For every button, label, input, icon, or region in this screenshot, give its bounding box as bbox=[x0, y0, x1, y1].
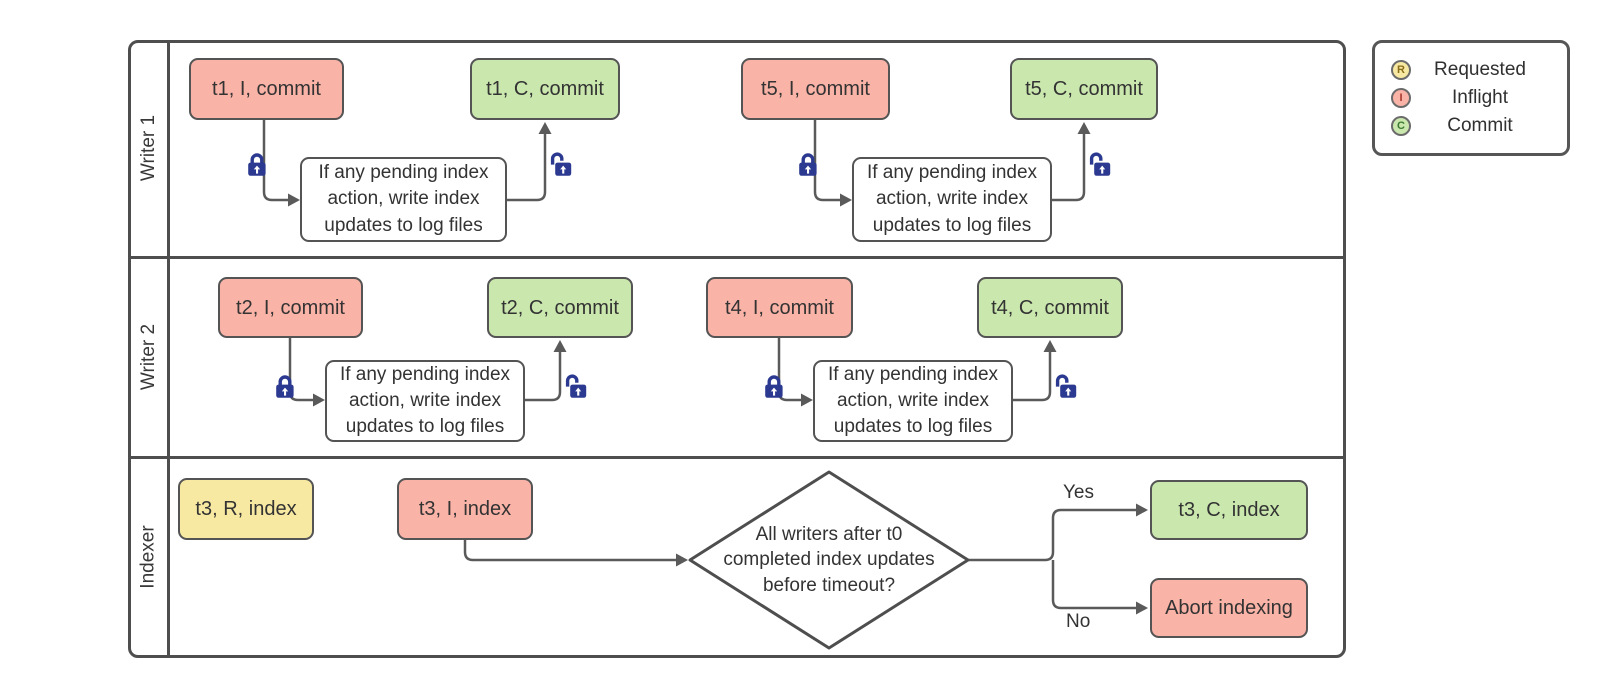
state-t1-commit-commit: t1, C, commit bbox=[470, 58, 620, 120]
state-abort-indexing: Abort indexing bbox=[1150, 578, 1308, 638]
legend-label-inflight: Inflight bbox=[1452, 87, 1508, 108]
state-t3-inflight-index: t3, I, index bbox=[397, 478, 533, 540]
open-lock-icon bbox=[1055, 374, 1078, 400]
inflight-badge-icon: I bbox=[1391, 88, 1411, 108]
open-lock-icon bbox=[565, 374, 588, 400]
edge-label-yes: Yes bbox=[1063, 482, 1094, 503]
closed-lock-icon bbox=[797, 153, 819, 178]
state-t2-commit-commit: t2, C, commit bbox=[487, 277, 633, 338]
closed-lock-icon bbox=[274, 375, 296, 400]
state-t5-inflight-commit: t5, I, commit bbox=[741, 58, 890, 120]
closed-lock-icon bbox=[246, 153, 268, 178]
commit-badge-icon: C bbox=[1391, 116, 1411, 136]
state-t3-commit-index: t3, C, index bbox=[1150, 480, 1308, 540]
legend-label-commit: Commit bbox=[1447, 115, 1513, 136]
state-t2-inflight-commit: t2, I, commit bbox=[218, 277, 363, 338]
open-lock-icon bbox=[1089, 152, 1112, 178]
requested-badge-icon: R bbox=[1391, 60, 1411, 80]
state-t4-commit-commit: t4, C, commit bbox=[977, 277, 1123, 338]
state-t5-commit-commit: t5, C, commit bbox=[1010, 58, 1158, 120]
process-write-index-updates-4: If any pending index action, write index… bbox=[813, 360, 1013, 442]
lane-label-divider bbox=[167, 40, 170, 658]
decision-diamond bbox=[688, 470, 970, 650]
lane-divider-1 bbox=[128, 255, 1346, 259]
process-write-index-updates-1: If any pending index action, write index… bbox=[300, 157, 507, 242]
lane-divider-2 bbox=[128, 455, 1346, 459]
state-t3-requested-index: t3, R, index bbox=[178, 478, 314, 540]
state-t4-inflight-commit: t4, I, commit bbox=[706, 277, 853, 338]
decision-text: All writers after t0 completed index upd… bbox=[723, 523, 935, 596]
process-write-index-updates-2: If any pending index action, write index… bbox=[852, 157, 1052, 242]
closed-lock-icon bbox=[763, 375, 785, 400]
connector-paths bbox=[262, 120, 1136, 610]
edge-label-no: No bbox=[1066, 611, 1091, 632]
legend-row-commit: C Commit bbox=[1391, 114, 1557, 139]
legend-row-inflight: I Inflight bbox=[1391, 86, 1557, 111]
open-lock-icon bbox=[550, 152, 573, 178]
process-write-index-updates-3: If any pending index action, write index… bbox=[325, 360, 525, 442]
legend-row-requested: R Requested bbox=[1391, 58, 1557, 83]
arrowheads bbox=[288, 122, 1148, 615]
legend-label-requested: Requested bbox=[1434, 59, 1526, 80]
legend: R Requested I Inflight C Commit bbox=[1372, 40, 1570, 156]
state-t1-inflight-commit: t1, I, commit bbox=[189, 58, 344, 120]
